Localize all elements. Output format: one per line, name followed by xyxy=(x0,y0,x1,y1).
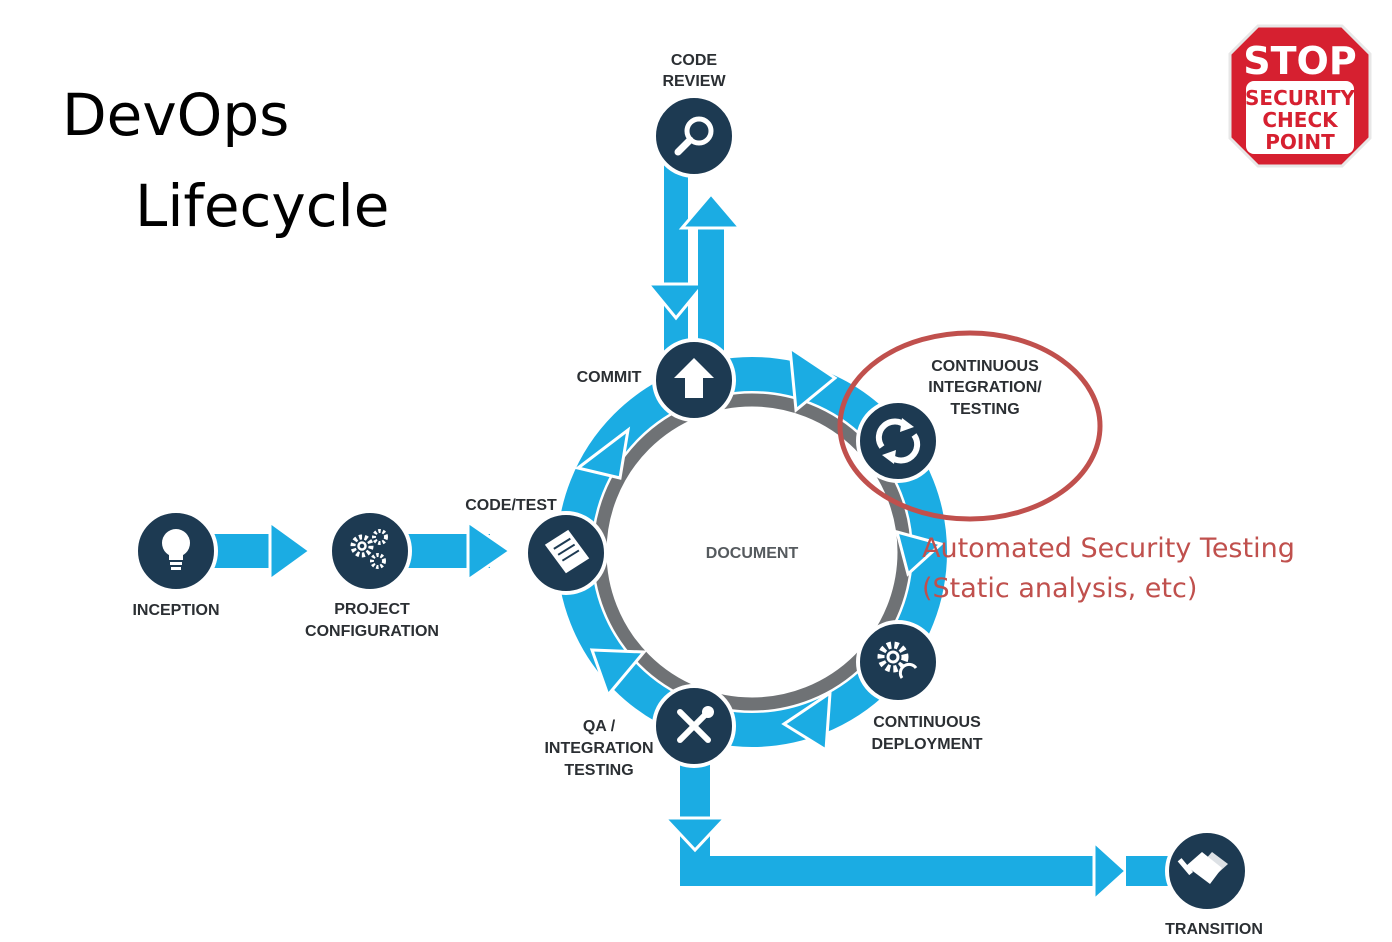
review-up-arrow xyxy=(678,191,744,230)
gear-refresh-icon xyxy=(877,641,918,679)
label-inception: INCEPTION xyxy=(132,602,219,619)
ring-arrow-head xyxy=(781,690,832,753)
label-continuous-deployment-1: CONTINUOUS xyxy=(873,714,981,731)
label-continuous-integration-3: TESTING xyxy=(950,401,1019,418)
label-qa-integration-2: INTEGRATION xyxy=(544,740,653,757)
annotation-line-1: Automated Security Testing xyxy=(922,533,1295,564)
node-continuous-integration[interactable] xyxy=(856,399,940,483)
node-project-configuration[interactable] xyxy=(328,509,412,593)
label-continuous-integration-1: CONTINUOUS xyxy=(931,358,1039,375)
node-commit[interactable] xyxy=(652,338,736,422)
title-line-1: DevOps xyxy=(62,81,289,149)
transition-right-arrow xyxy=(1092,838,1129,904)
node-code-review[interactable] xyxy=(652,94,736,178)
stop-sign-panel xyxy=(1246,81,1354,154)
flow-arrow-head xyxy=(268,519,313,583)
label-code-review-2: REVIEW xyxy=(662,73,726,90)
node-code-test[interactable] xyxy=(524,511,608,595)
stop-word: STOP xyxy=(1243,39,1356,83)
center-label: DOCUMENT xyxy=(706,545,799,562)
handshake-icon xyxy=(1177,852,1228,884)
tools-icon xyxy=(677,706,714,743)
label-project-configuration-1: PROJECT xyxy=(334,601,410,618)
stop-sign: STOP SECURITY CHECK POINT xyxy=(1228,24,1372,168)
magnifier-icon xyxy=(674,116,714,156)
title-line-2: Lifecycle xyxy=(135,172,389,240)
gears-icon xyxy=(350,529,388,569)
transition-lane-right xyxy=(680,856,1110,886)
review-down-arrow xyxy=(644,282,708,321)
label-transition: TRANSITION xyxy=(1165,921,1263,938)
sync-icon xyxy=(875,418,921,464)
stop-check-word: CHECK xyxy=(1262,108,1339,132)
label-continuous-integration-2: INTEGRATION/ xyxy=(928,379,1042,396)
flow-arrow-head xyxy=(466,519,513,583)
node-inception[interactable] xyxy=(134,509,218,593)
review-down-lane xyxy=(664,165,688,365)
lightbulb-icon xyxy=(162,529,190,570)
label-continuous-deployment-2: DEPLOYMENT xyxy=(871,736,982,753)
label-code-test: CODE/TEST xyxy=(465,497,557,514)
node-qa-integration[interactable] xyxy=(652,684,736,768)
stop-point-word: POINT xyxy=(1265,130,1335,154)
ring-arrow-head xyxy=(589,648,648,698)
label-commit: COMMIT xyxy=(577,369,642,386)
node-continuous-deployment[interactable] xyxy=(856,620,940,704)
highlight-ellipse xyxy=(837,330,1103,522)
label-code-review-1: CODE xyxy=(671,52,718,69)
stop-security-word: SECURITY xyxy=(1245,86,1355,110)
ring-arrow-head xyxy=(894,529,945,577)
scroll-icon xyxy=(544,529,590,574)
up-arrow-icon xyxy=(674,358,714,398)
transition-down-arrow xyxy=(661,816,729,853)
ring-arrow-head xyxy=(574,426,631,480)
label-qa-integration-1: QA / xyxy=(583,718,616,735)
label-qa-integration-3: TESTING xyxy=(564,762,633,779)
annotation-line-2: (Static analysis, etc) xyxy=(922,573,1197,604)
label-project-configuration-2: CONFIGURATION xyxy=(305,623,439,640)
ring-arrow-head xyxy=(788,344,838,413)
node-transition[interactable] xyxy=(1165,829,1249,913)
